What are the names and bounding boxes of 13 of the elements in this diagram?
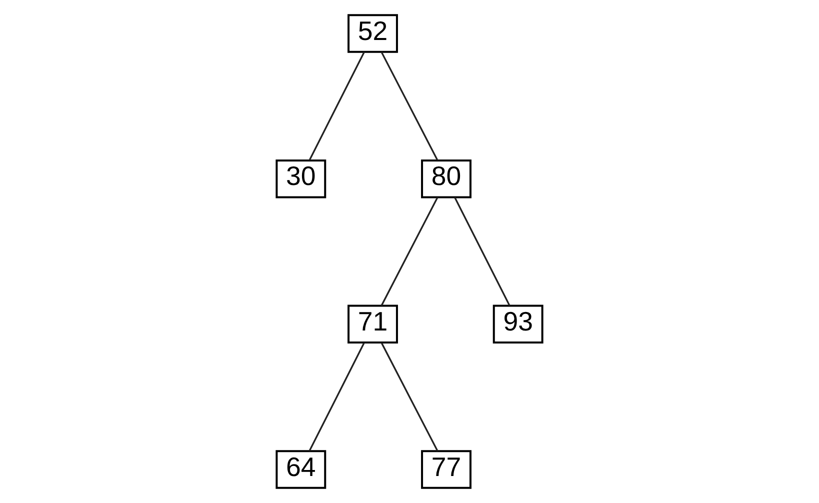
node-box: 71	[348, 304, 398, 344]
connector	[308, 52, 365, 161]
connector	[380, 342, 438, 452]
node-box: 30	[276, 159, 326, 198]
node-box: 93	[492, 304, 544, 344]
connector	[380, 52, 438, 161]
connector	[454, 196, 510, 306]
connector	[380, 196, 438, 306]
node-box: 77	[421, 450, 472, 489]
node-box: 52	[348, 14, 398, 53]
connector	[308, 342, 365, 452]
node-box: 80	[421, 159, 472, 198]
node-box: 64	[276, 450, 326, 489]
